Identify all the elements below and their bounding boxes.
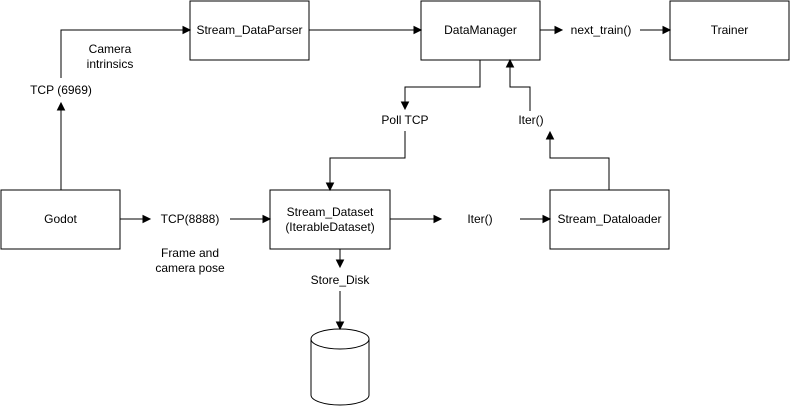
edge-datamanager-to-nexttrain [540,25,564,35]
node-stream-dataparser: Stream_DataParser [189,0,310,61]
edge-storedisk-to-disk [335,291,345,331]
edge-nexttrain-to-trainer [640,25,672,35]
edge-dataloader-to-iter [545,130,610,190]
edge-godot-to-tcp6969 [56,101,66,190]
edge-iter-to-datamanager [505,58,531,111]
node-stream-dataset-label-1: Stream_Dataset [287,205,374,219]
node-stream-dataloader-label: Stream_Dataloader [557,212,661,226]
label-camera-intrinsics-1: Camera [89,42,132,56]
node-trainer: Trainer [669,0,790,61]
node-godot: Godot [0,189,121,250]
edge-iter-to-dataloader [520,214,552,224]
label-frame-pose-2: camera pose [155,261,225,275]
edge-dataparser-to-datamanager [309,25,423,35]
label-tcp-6969: TCP (6969) [30,83,92,97]
label-camera-intrinsics-2: intrinsics [87,57,134,71]
label-iter-mid: Iter() [467,212,492,226]
node-datamanager: DataManager [420,0,541,61]
node-stream-dataset-label-2: (IterableDataset) [285,220,374,234]
node-datamanager-label: DataManager [444,23,517,37]
edge-polltcp-to-dataset [325,131,406,192]
node-stream-dataset: Stream_Dataset (IterableDataset) [269,189,391,250]
node-stream-dataloader: Stream_Dataloader [549,189,670,250]
edge-tcp6969-to-dataparser [60,25,192,78]
label-iter-up: Iter() [518,113,543,127]
label-frame-pose-1: Frame and [161,246,219,260]
node-godot-label: Godot [44,212,77,226]
label-tcp-8888: TCP(8888) [161,212,220,226]
edge-dataset-to-iter [390,214,443,224]
edge-tcp8888-to-dataset [230,214,272,224]
edge-datamanager-to-polltcp [400,60,481,111]
label-poll-tcp: Poll TCP [381,113,428,127]
label-store-disk: Store_Disk [311,273,371,287]
node-trainer-label: Trainer [711,23,749,37]
disk-cylinder [310,328,370,406]
edge-dataset-to-storedisk [335,249,345,269]
label-next-train: next_train() [571,23,632,37]
node-stream-dataparser-label: Stream_DataParser [196,23,302,37]
edge-godot-to-tcp8888 [120,214,152,224]
